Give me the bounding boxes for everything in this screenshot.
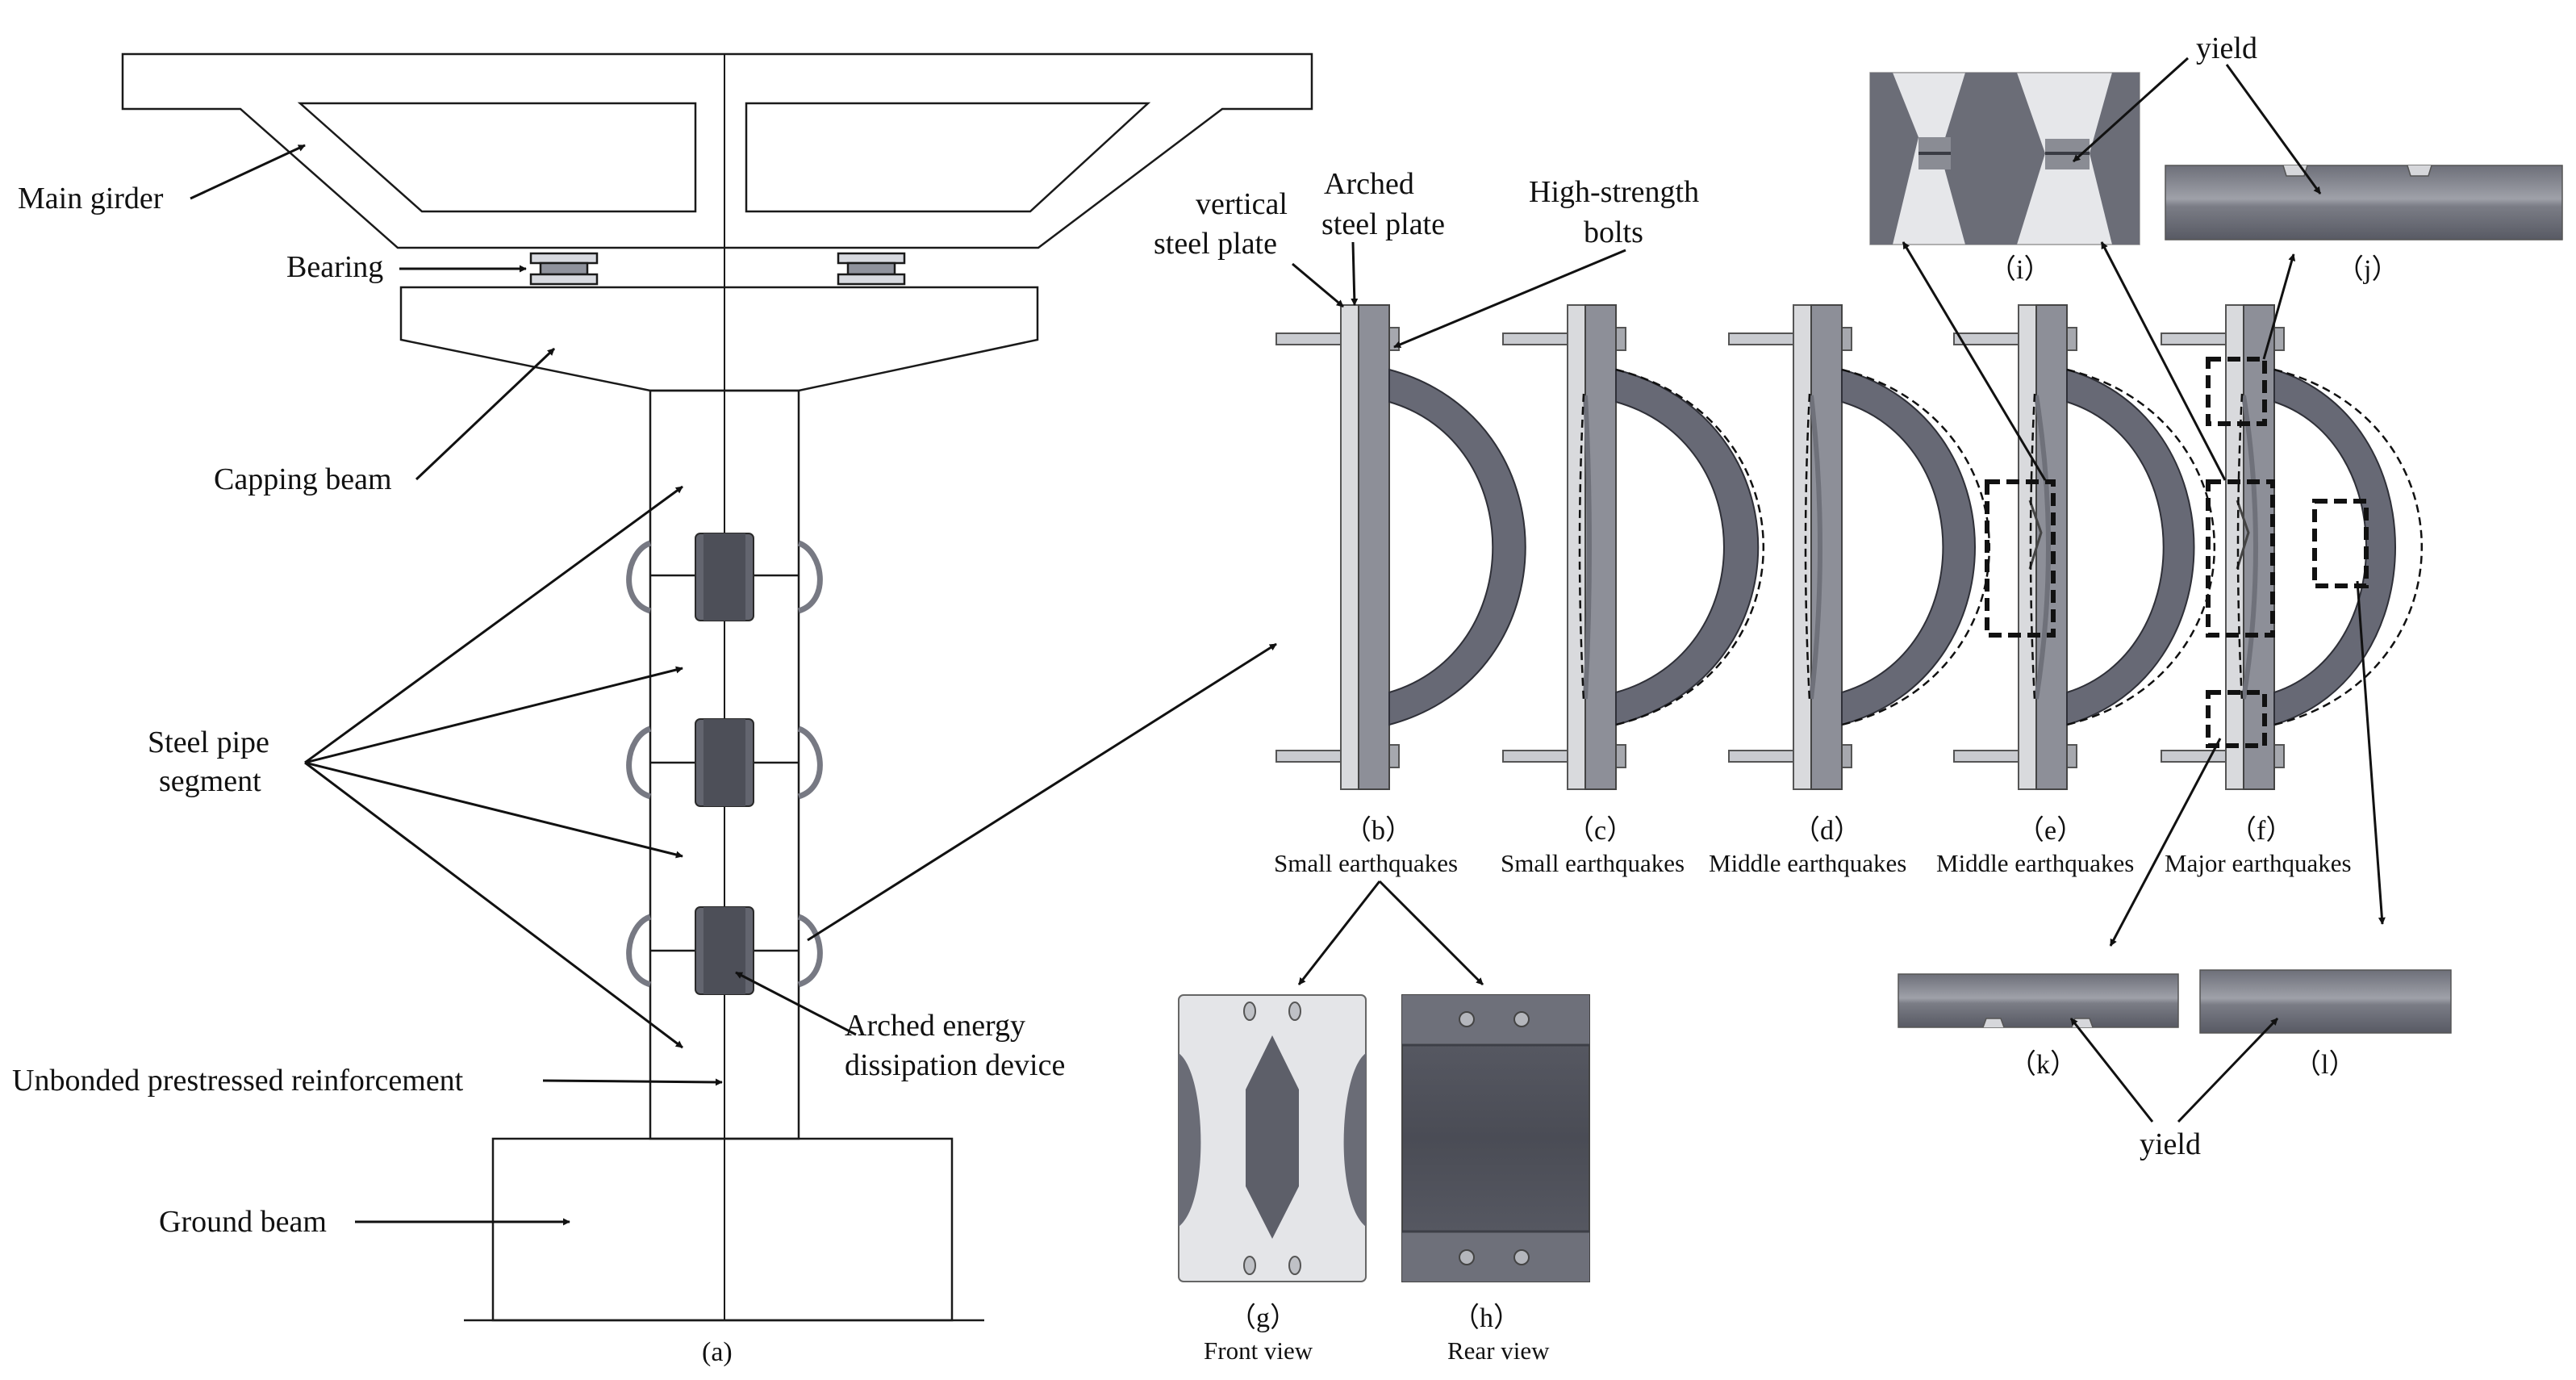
stage-b [1275,304,1526,790]
caption-e-sub: Middle earthquakes [1936,849,2134,877]
caption-h: （h） [1452,1303,1521,1333]
caption-g-sub: Front view [1204,1336,1313,1365]
caption-i: （i） [1989,254,2051,285]
device-annotations: vertical steel plate Arched steel plate … [1154,167,2352,986]
label-steel-pipe-line1: Steel pipe [148,726,269,759]
stage-e [1953,304,2215,790]
caption-b: （b） [1344,815,1413,846]
bearing-left-top [529,252,599,265]
device-stages [1275,304,2423,790]
caption-l: （l） [2294,1049,2356,1080]
label-main-girder: Main girder [18,182,164,215]
pier-devices [626,533,823,995]
girder-cell-left [297,102,697,213]
label-arched-device-line1: Arched energy [845,1009,1025,1043]
pier-annotations: Main girder Bearing Capping beam Steel p… [12,144,1277,1367]
caption-d: （d） [1793,815,1861,846]
stage-f [2161,304,2423,790]
caption-f-sub: Major earthquakes [2165,849,2352,877]
capping-beam-outline [399,286,1039,392]
caption-c-sub: Small earthquakes [1501,849,1685,877]
caption-j: （j） [2336,254,2399,285]
caption-k: （k） [2009,1049,2077,1080]
detail-i [1869,72,2140,245]
caption-g: （g） [1229,1303,1297,1333]
label-arched-plate-line2: steel plate [1321,207,1445,241]
bearing-right-bot [837,273,906,286]
label-capping-beam: Capping beam [214,462,392,496]
detail-j [2165,165,2563,240]
label-steel-pipe-line2: segment [159,764,261,798]
label-arched-device-line2: dissipation device [845,1048,1065,1082]
stage-c [1502,304,1764,790]
pier-device-2 [626,718,823,807]
label-unbonded-reinforcement: Unbonded prestressed reinforcement [12,1064,464,1098]
main-girder-outline [121,52,1313,249]
caption-e: （e） [2017,815,2084,846]
label-yield-bottom: yield [2140,1127,2201,1161]
caption-b-sub: Small earthquakes [1274,849,1458,877]
label-bearing: Bearing [286,250,383,284]
caption-c: （c） [1567,815,1634,846]
bearing-right-top [837,252,906,265]
pier-elevation [121,52,1313,1322]
bearing-left-bot [529,273,599,286]
label-vertical-plate-line1: vertical [1196,187,1288,221]
rear-view [1401,994,1590,1282]
pier-device-1 [626,533,823,621]
bearing-right-mid [846,261,896,276]
label-yield-top: yield [2196,31,2257,65]
front-view [1178,994,1367,1282]
girder-cell-right [745,102,1151,213]
ground-beam [491,1137,954,1322]
label-bolts-line1: High-strength [1529,175,1699,209]
caption-a: (a) [702,1337,733,1367]
caption-h-sub: Rear view [1447,1336,1550,1365]
yield-annotations: yield yield [1902,31,2386,1161]
label-vertical-plate-line2: steel plate [1154,227,1277,261]
caption-d-sub: Middle earthquakes [1709,849,1906,877]
label-ground-beam: Ground beam [159,1205,327,1239]
detail-l [2199,969,2452,1034]
label-arched-plate-line1: Arched [1324,167,1414,201]
bearing-left-mid [539,261,589,276]
detail-k [1898,973,2179,1028]
label-bolts-line2: bolts [1584,215,1643,249]
stage-d [1728,304,1990,790]
caption-f: （f） [2229,815,2293,846]
